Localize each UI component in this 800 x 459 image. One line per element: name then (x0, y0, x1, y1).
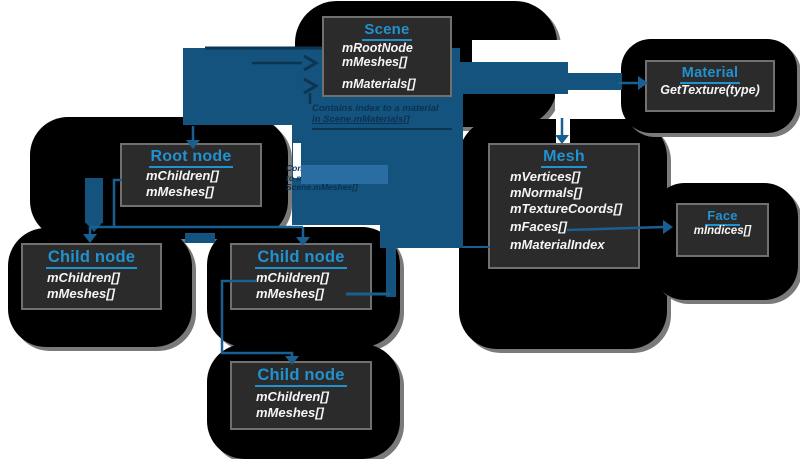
mesh-field-mvertices: mVertices[] (510, 169, 581, 184)
child-node-1-box: Child node mChildren[] mMeshes[] (21, 243, 162, 310)
face-field-mindices: mIndices[] (693, 225, 752, 237)
child-node-2-title: Child node (255, 248, 347, 269)
white-sliver-artifact (293, 143, 301, 178)
note-overlay-rect (301, 165, 388, 184)
child3-field-mmeshes: mMeshes[] (256, 404, 324, 420)
child1-field-mchildren: mChildren[] (47, 270, 120, 285)
root-field-mchildren: mChildren[] (146, 168, 219, 183)
material-title: Material (679, 65, 741, 84)
material-field-gettexture: GetTexture(type) (660, 83, 760, 97)
child1-field-mmeshes: mMeshes[] (47, 285, 115, 301)
child-node-1-title: Child node (45, 248, 138, 269)
child-node-2-box: Child node mChildren[] mMeshes[] (230, 243, 372, 310)
face-node-box: Face mIndices[] (676, 203, 769, 257)
mesh-title: Mesh (541, 148, 587, 168)
mesh-field-mfaces: mFaces[] (510, 218, 568, 234)
scene-node-box: Scene mRootNode mMeshes[] mMaterials[] (322, 16, 452, 97)
scene-title: Scene (362, 21, 412, 41)
root-node-title: Root node (148, 148, 234, 168)
material-node-box: Material GetTexture(type) (645, 60, 775, 112)
mesh-field-mtexturecoords: mTextureCoords[] (510, 201, 623, 217)
mesh-field-mnormals: mNormals[] (510, 185, 583, 201)
face-title: Face (705, 208, 740, 226)
child2-field-mmeshes: mMeshes[] (256, 285, 324, 301)
material-note: Contains index to a material in Scene.mM… (312, 103, 439, 125)
scene-field-mmaterials: mMaterials[] (342, 77, 416, 91)
child-node-3-box: Child node mChildren[] mMeshes[] (230, 361, 372, 430)
child-node-3-title: Child node (255, 366, 347, 387)
mesh-arrow-corridor (556, 95, 570, 145)
mesh-field-mmaterialindex: mMaterialIndex (510, 236, 605, 252)
child3-field-mchildren: mChildren[] (256, 389, 329, 404)
root-node-box: Root node mChildren[] mMeshes[] (120, 143, 262, 207)
child2-field-mchildren: mChildren[] (256, 270, 329, 285)
scene-field-mrootnode: mRootNode (342, 41, 413, 55)
scene-field-mmeshes: mMeshes[] (342, 55, 408, 69)
mesh-node-box: Mesh mVertices[] mNormals[] mTextureCoor… (488, 143, 640, 269)
root-field-mmeshes: mMeshes[] (146, 183, 214, 199)
notch-above-material-arm (472, 40, 627, 62)
